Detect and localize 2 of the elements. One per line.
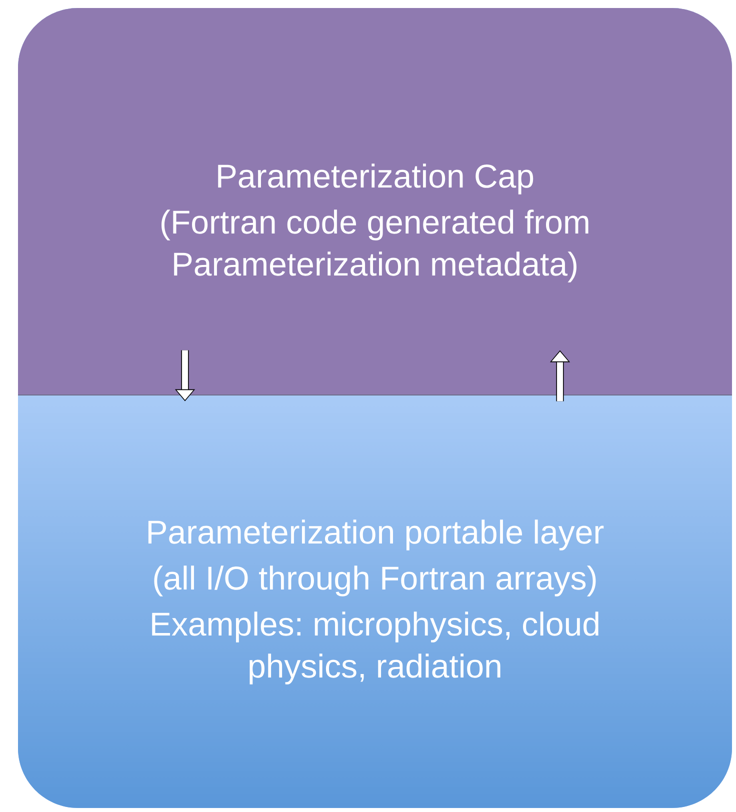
bottom-panel: Parameterization portable layer (all I/O through Fortran arrays) Examples: microphysics, cloud physics, radiation [18,395,732,808]
top-panel: Parameterization Cap (Fortran code generated from Parameterization metadata) [18,8,732,395]
